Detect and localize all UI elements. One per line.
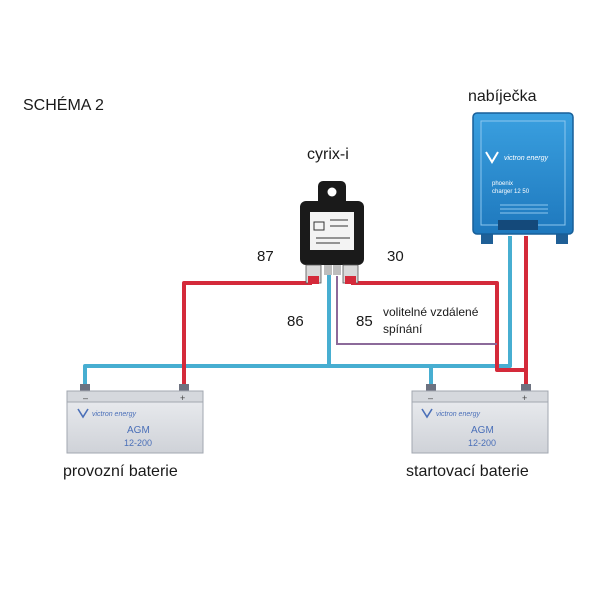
relay-label-plate bbox=[310, 212, 354, 250]
service-battery-type: AGM bbox=[127, 425, 150, 436]
starter-battery-brand: victron energy bbox=[436, 411, 480, 418]
charger-label: nabíječka bbox=[468, 88, 537, 105]
relay-terminal-85 bbox=[333, 265, 341, 275]
service-battery-lid bbox=[66, 390, 204, 403]
optional-remote-line1: volitelné vzdálené bbox=[383, 305, 479, 319]
victron-logo-icon bbox=[485, 151, 499, 164]
service-battery-neg-post bbox=[80, 384, 90, 392]
service-battery-neg-mark: – bbox=[83, 393, 88, 403]
starter-positive-wire bbox=[351, 236, 528, 372]
optional-remote-line2: spínání bbox=[383, 322, 423, 336]
relay-terminal-86 bbox=[324, 265, 332, 275]
service-battery-capacity: 12-200 bbox=[124, 438, 152, 448]
negative-wires bbox=[83, 236, 512, 386]
starter-battery-neg-post bbox=[426, 384, 436, 392]
relay-schematic-icon bbox=[313, 219, 350, 244]
positive-wires bbox=[182, 236, 528, 388]
starter-battery-pos-mark: + bbox=[522, 393, 527, 403]
remote-switch-wire bbox=[336, 276, 497, 345]
service-battery: – + victron energy AGM 12-200 bbox=[66, 384, 204, 454]
terminal-86-label: 86 bbox=[287, 313, 304, 330]
relay-mount-hole bbox=[327, 187, 337, 197]
relay-label: cyrix-i bbox=[307, 146, 349, 163]
charger-brand: victron energy bbox=[504, 155, 548, 162]
charger-vents bbox=[500, 204, 548, 214]
optional-remote-label: volitelné vzdálené spínání bbox=[383, 304, 503, 338]
service-battery-brand: victron energy bbox=[92, 411, 136, 418]
service-battery-pos-mark: + bbox=[180, 393, 185, 403]
service-battery-pos-post bbox=[179, 384, 189, 392]
victron-logo-icon bbox=[421, 408, 433, 419]
starter-battery-pos-post bbox=[521, 384, 531, 392]
ground-rail bbox=[83, 236, 512, 385]
charger-model-line2: charger 12 50 bbox=[492, 189, 530, 195]
charger-model-line1: phoenix bbox=[492, 181, 513, 187]
terminal-87-label: 87 bbox=[257, 248, 274, 265]
victron-logo-icon bbox=[77, 408, 89, 419]
starter-battery-lid bbox=[411, 390, 549, 403]
starter-battery-type: AGM bbox=[471, 425, 494, 436]
terminal-30-label: 30 bbox=[387, 248, 404, 265]
cyrix-relay bbox=[300, 181, 364, 284]
relay-cap-30 bbox=[345, 276, 356, 284]
charger-body bbox=[472, 112, 574, 235]
charger-terminal-block bbox=[498, 220, 538, 230]
service-battery-caption: provozní baterie bbox=[63, 463, 178, 480]
service-positive-wire bbox=[182, 281, 312, 388]
relay-cap-87 bbox=[308, 276, 319, 284]
charger: victron energy phoenix charger 12 50 bbox=[472, 112, 574, 244]
starter-battery-capacity: 12-200 bbox=[468, 438, 496, 448]
terminal-85-label: 85 bbox=[356, 313, 373, 330]
schema-title: SCHÉMA 2 bbox=[23, 97, 104, 114]
starter-battery-caption: startovací baterie bbox=[406, 463, 529, 480]
starter-battery-neg-mark: – bbox=[428, 393, 433, 403]
starter-battery: – + victron energy AGM 12-200 bbox=[411, 384, 549, 454]
